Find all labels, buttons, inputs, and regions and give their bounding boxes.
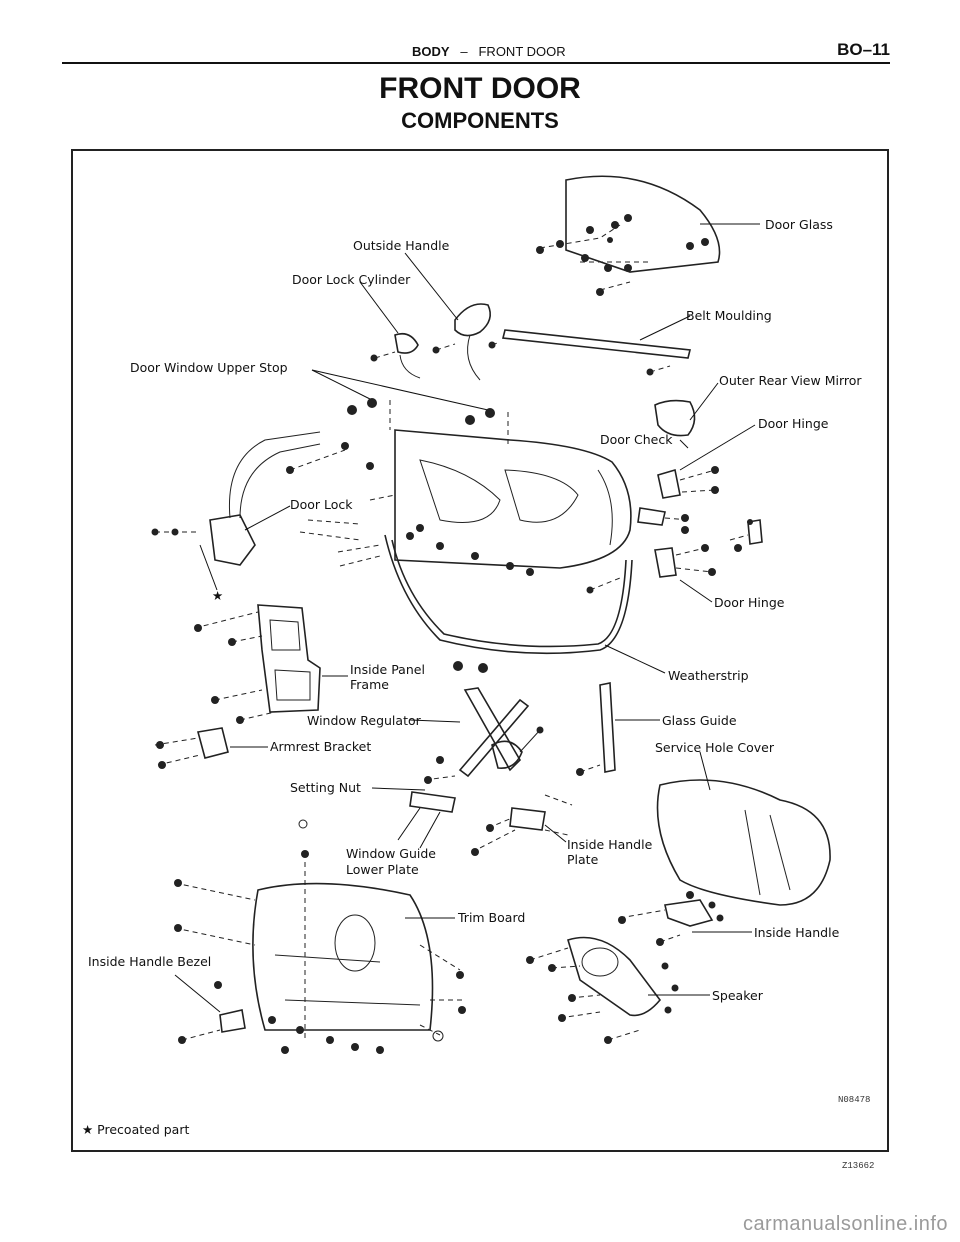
- label-door-hinge-lower: Door Hinge: [714, 595, 785, 610]
- drawing-code: N08478: [838, 1095, 870, 1105]
- page-title: FRONT DOOR: [379, 72, 581, 105]
- watermark[interactable]: carmanualsonline.info: [742, 1213, 948, 1235]
- label-setting-nut: Setting Nut: [290, 780, 361, 795]
- inside-handle-bezel-shape: [219, 1009, 246, 1033]
- inside-panel-frame-shape: [257, 604, 321, 713]
- page-subtitle: COMPONENTS: [401, 108, 559, 133]
- label-inside-handle: Inside Handle: [754, 925, 840, 940]
- label-window-regulator: Window Regulator: [307, 713, 422, 728]
- label-service-hole-cover: Service Hole Cover: [655, 740, 775, 755]
- label-outside-handle: Outside Handle: [353, 238, 450, 253]
- door-check-shape: [637, 507, 666, 526]
- speaker-shape: [567, 936, 662, 1017]
- door-lock-cylinder-shape: [394, 332, 419, 354]
- page-header: BODY – FRONT DOOR BO–11: [62, 40, 890, 64]
- page-number: BO–11: [837, 40, 890, 59]
- label-door-lock: Door Lock: [290, 497, 353, 512]
- door-hinge-lower-shape: [654, 547, 677, 578]
- label-door-check: Door Check: [600, 432, 673, 447]
- label-trim-board: Trim Board: [457, 910, 525, 925]
- door-panel-shape: [394, 429, 632, 569]
- window-regulator-shape: [463, 687, 522, 772]
- header-section-name: BODY: [412, 44, 450, 59]
- label-inside-panel-frame-line1: Inside Panel: [350, 662, 425, 677]
- svg-text:★: ★: [212, 588, 223, 603]
- label-window-guide-lower-plate-line2: Lower Plate: [346, 862, 419, 877]
- header-section: BODY – FRONT DOOR: [412, 44, 566, 59]
- label-window-guide-lower-plate-line1: Window Guide: [346, 846, 436, 861]
- label-door-glass: Door Glass: [765, 217, 833, 232]
- weatherstrip-shape: [384, 534, 633, 655]
- header-separator: –: [460, 44, 468, 59]
- page-ref-code: Z13662: [842, 1161, 874, 1171]
- outer-rear-view-mirror-shape: [654, 399, 696, 437]
- precoated-footnote: ★ Precoated part: [82, 1122, 190, 1137]
- door-lock-shape: [209, 514, 256, 566]
- door-hinge-upper-shape: [657, 468, 681, 499]
- door-glass-shape: [565, 175, 721, 273]
- label-door-window-upper-stop: Door Window Upper Stop: [130, 360, 288, 375]
- armrest-bracket-shape: [196, 727, 229, 759]
- header-subsection: FRONT DOOR: [478, 44, 566, 59]
- service-hole-cover-shape: [656, 779, 831, 906]
- label-inside-panel-frame-line2: Frame: [350, 677, 389, 692]
- label-weatherstrip: Weatherstrip: [668, 668, 749, 683]
- window-guide-lower-plate-shape: [409, 791, 456, 813]
- label-speaker: Speaker: [712, 988, 764, 1003]
- outside-handle-shape: [454, 303, 491, 337]
- glass-guide-shape: [599, 682, 616, 773]
- belt-moulding-shape: [502, 329, 691, 359]
- trim-board-shape: [252, 882, 434, 1031]
- label-inside-handle-bezel: Inside Handle Bezel: [88, 954, 211, 969]
- inside-handle-plate-shape: [509, 807, 546, 831]
- label-inside-handle-plate-line2: Plate: [567, 852, 599, 867]
- label-door-hinge-upper: Door Hinge: [758, 416, 829, 431]
- inside-handle-shape: [664, 899, 714, 927]
- label-outer-rear-view-mirror: Outer Rear View Mirror: [719, 373, 862, 388]
- diagram-frame: [71, 149, 889, 1152]
- label-armrest-bracket: Armrest Bracket: [270, 739, 371, 754]
- label-belt-moulding: Belt Moulding: [686, 308, 772, 323]
- label-inside-handle-plate-line1: Inside Handle: [567, 837, 653, 852]
- label-glass-guide: Glass Guide: [662, 713, 737, 728]
- label-door-lock-cylinder: Door Lock Cylinder: [292, 272, 411, 287]
